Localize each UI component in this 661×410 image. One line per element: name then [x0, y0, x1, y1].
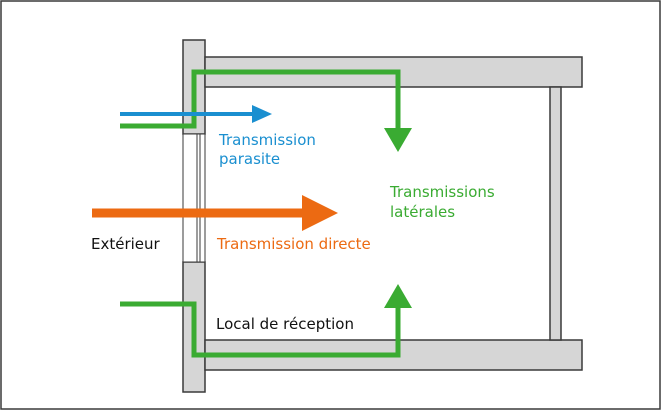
lateral-path-bottom	[120, 301, 401, 358]
arrow-right-icon	[252, 105, 272, 123]
label-parasite-line2: parasite	[219, 150, 280, 168]
label-local: Local de réception	[216, 315, 354, 333]
arrow-right-icon	[302, 195, 338, 231]
label-directe: Transmission directe	[216, 235, 371, 253]
label-laterales-line2: latérales	[390, 203, 455, 221]
lateral-path-top	[120, 69, 401, 132]
label-parasite-line1: Transmission	[218, 131, 316, 149]
label-exterieur: Extérieur	[91, 235, 161, 253]
arrow-up-icon	[384, 284, 412, 308]
window-frame	[182, 133, 206, 263]
partition-wall	[549, 86, 562, 341]
window	[182, 133, 206, 263]
arrow-down-icon	[384, 128, 412, 152]
label-laterales-line1: Transmissions	[389, 183, 495, 201]
